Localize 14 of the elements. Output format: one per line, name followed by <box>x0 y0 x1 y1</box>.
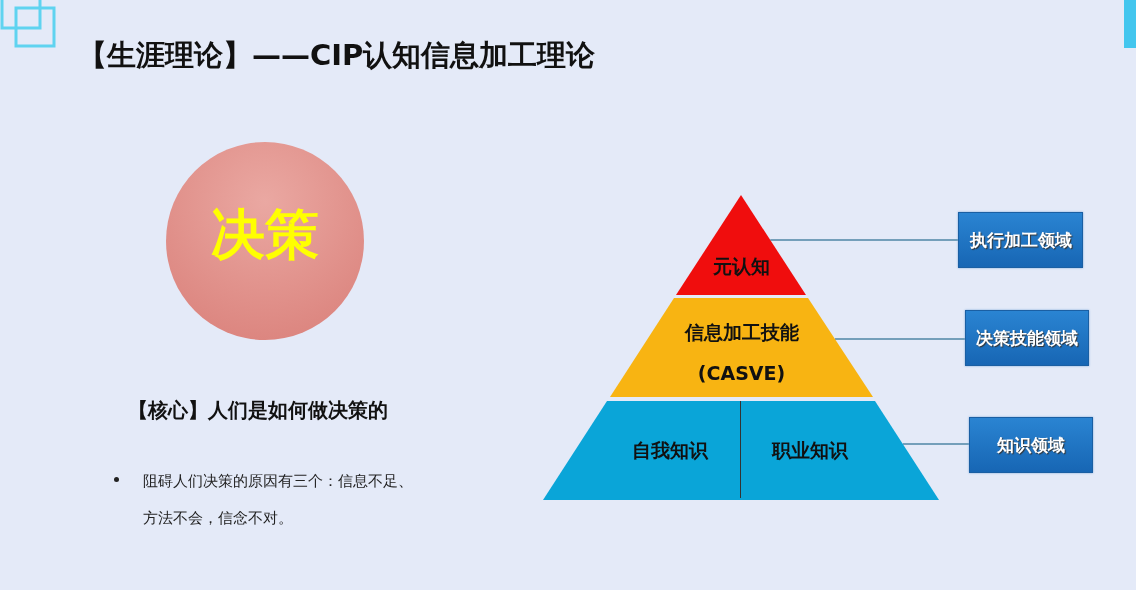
connector-line <box>902 443 970 445</box>
title: 【生涯理论】——CIP认知信息加工理论 <box>78 37 596 74</box>
bullet-text: 阻碍人们决策的原因有三个：信息不足、方法不会，信念不对。 <box>143 471 414 529</box>
band-label: 元认知 <box>711 254 771 279</box>
band-label: 信息加工技能 (CASVE) <box>683 320 800 386</box>
domain-box: 知识领域 <box>969 417 1093 473</box>
connector-line <box>769 239 959 241</box>
band-label: 自我知识 <box>631 438 709 463</box>
circle-label: 决策 <box>210 202 320 268</box>
domain-box: 执行加工领域 <box>958 212 1083 268</box>
domain-box: 决策技能领域 <box>965 310 1089 366</box>
band-label: 职业知识 <box>770 438 849 463</box>
heading-text: 【核心】人们是如何做决策的 <box>128 397 388 424</box>
connector-line <box>834 338 966 340</box>
